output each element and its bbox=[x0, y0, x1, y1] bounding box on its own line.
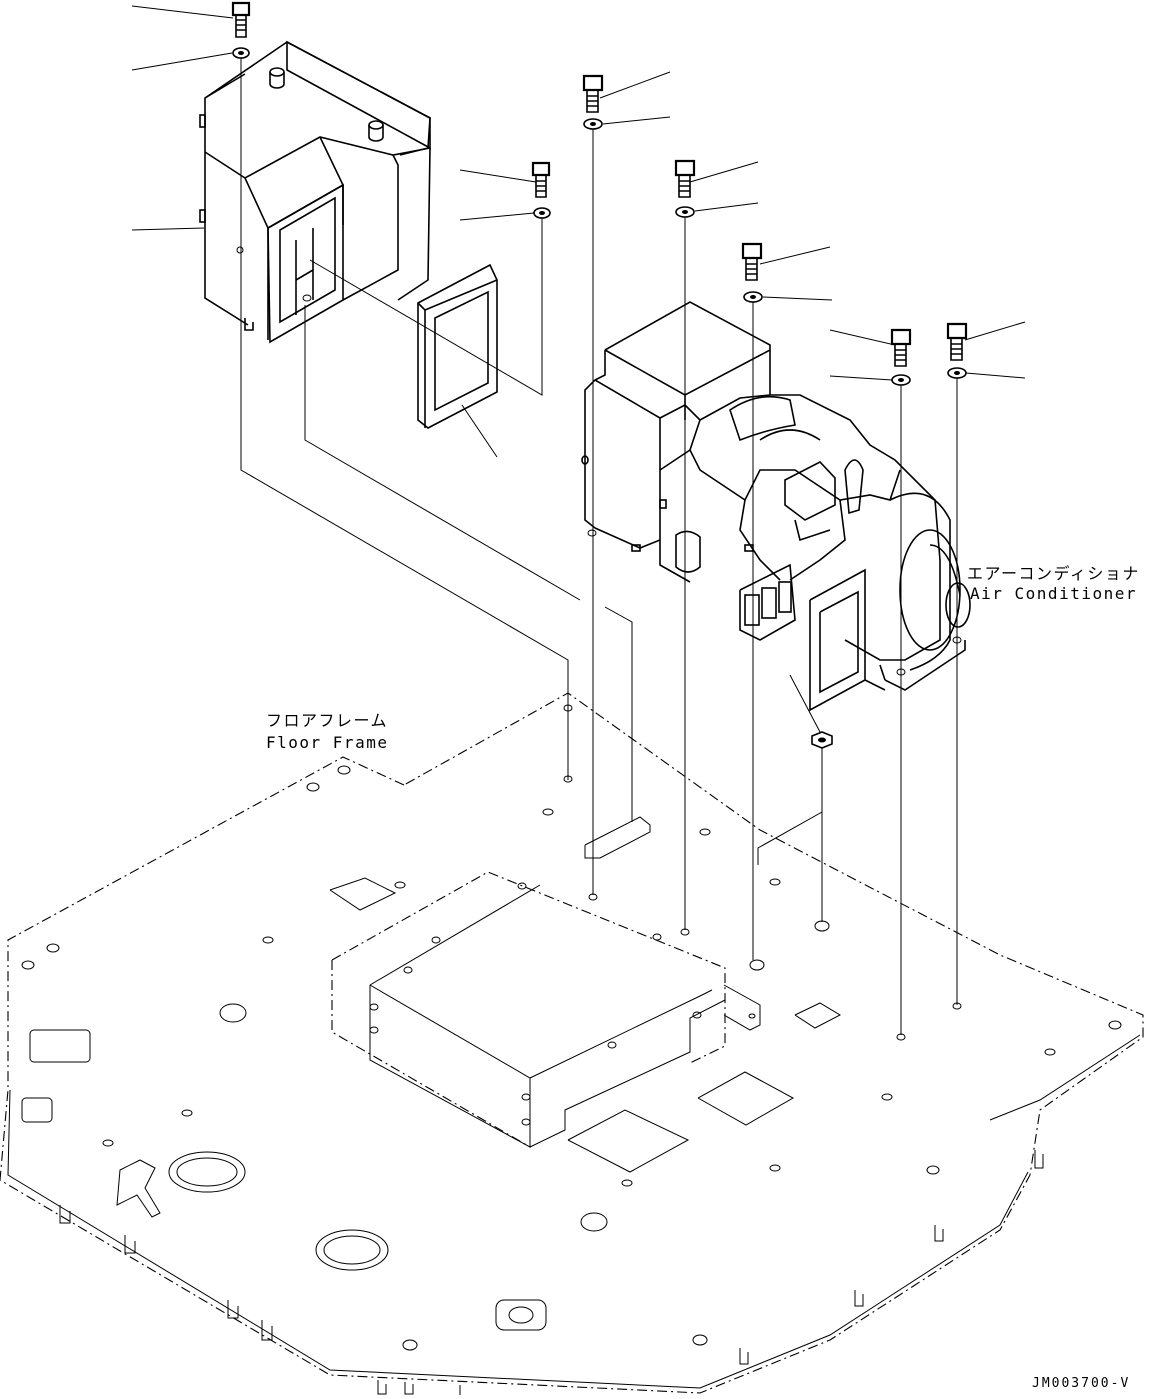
bolt-e bbox=[741, 242, 763, 303]
bolt-f bbox=[890, 328, 912, 386]
drawing-code: JM003700-V bbox=[1032, 1376, 1131, 1391]
floor-frame-label-ja: フロアフレーム bbox=[266, 711, 389, 730]
duct-cover bbox=[199, 40, 431, 344]
air-conditioner-unit bbox=[581, 301, 971, 712]
air-conditioner-label-en: Air Conditioner bbox=[970, 584, 1137, 603]
console-box bbox=[331, 816, 761, 1148]
floor-frame bbox=[0, 692, 1144, 1395]
leader-lines bbox=[131, 5, 1026, 1041]
nut bbox=[811, 731, 833, 749]
bolt-b bbox=[582, 74, 604, 130]
bolt-d bbox=[674, 159, 696, 218]
fasteners bbox=[231, 1, 968, 749]
bolt-c bbox=[531, 161, 551, 219]
air-conditioner-label-ja: エアーコンディショナ bbox=[967, 564, 1140, 583]
floor-frame-label-en: Floor Frame bbox=[266, 733, 389, 752]
bolt-a bbox=[231, 1, 251, 59]
seal-frame bbox=[417, 263, 498, 429]
bolt-g bbox=[946, 322, 968, 379]
